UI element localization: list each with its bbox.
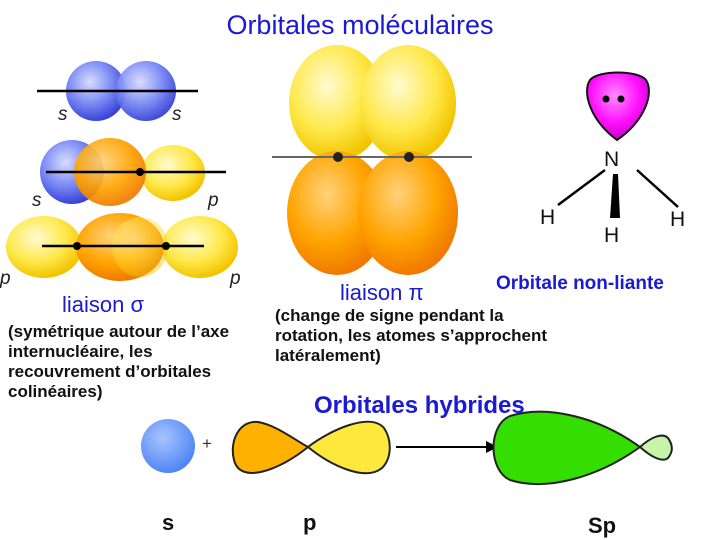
s-orbital-label: s (162, 510, 175, 535)
hybrid-orbitals (141, 410, 673, 485)
row3-right-label: p (230, 268, 241, 289)
row2-left-label: s (32, 190, 42, 211)
lone-pair-orbital (557, 71, 679, 218)
row3-left-label: p (0, 268, 11, 289)
nonbonding-title: Orbitale non-liante (496, 273, 664, 294)
sigma-bond-label: liaison σ (62, 292, 145, 317)
sp-orbital-label: Sp (588, 513, 617, 538)
atom-h-left: H (540, 206, 556, 229)
pi-bond-description: (change de signe pendant la rotation, le… (275, 306, 548, 365)
row2-right-label: p (208, 190, 219, 211)
sigma-bond-description: (symétrique autour de l’axe internucléai… (8, 322, 230, 401)
atom-h-middle: H (604, 224, 620, 247)
page-title: Orbitales moléculaires (226, 10, 494, 40)
row1-right-label: s (172, 104, 182, 125)
pi-bond-overlap (272, 45, 472, 275)
plus-sign: + (202, 434, 212, 453)
pi-bond-label: liaison π (340, 280, 424, 305)
atom-n: N (604, 148, 620, 171)
p-orbital-label: p (303, 510, 317, 535)
sigma-ss-overlap (37, 61, 198, 121)
hybrid-title: Orbitales hybrides (314, 392, 525, 419)
sigma-sp-overlap (40, 138, 226, 206)
sigma-pp-overlap (6, 213, 238, 281)
atom-h-right: H (670, 208, 686, 231)
row1-left-label: s (58, 104, 68, 125)
